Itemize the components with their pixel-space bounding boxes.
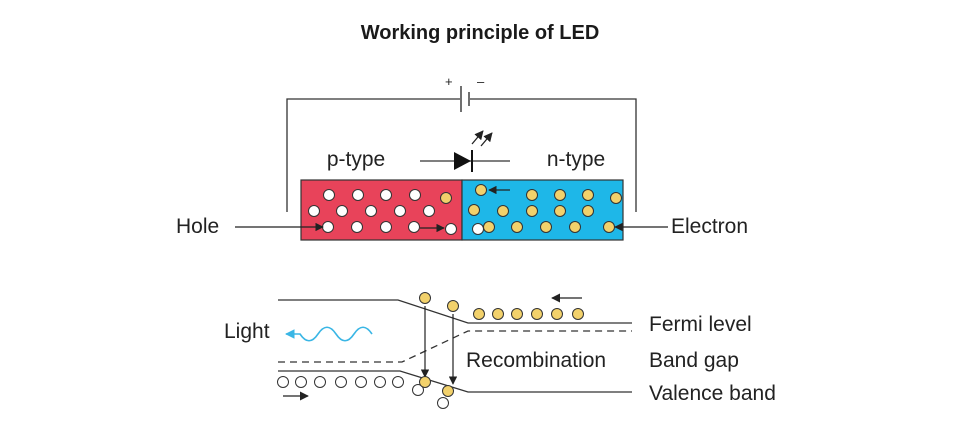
- n-type-label: n-type: [547, 148, 605, 171]
- band-gap-label: Band gap: [649, 349, 739, 372]
- valence-band-holes: [277, 376, 449, 409]
- light-label: Light: [224, 320, 270, 343]
- diode-icon: [420, 150, 510, 172]
- battery-plus-label: +: [445, 74, 453, 89]
- conduction-band-electrons: [419, 292, 584, 320]
- valence-band-label: Valence band: [649, 382, 776, 405]
- battery-icon: [460, 86, 470, 112]
- light-emission-arrows-icon: [471, 130, 493, 147]
- hole-in-n-region: [472, 223, 484, 235]
- battery-minus-label: –: [477, 74, 485, 89]
- p-region-holes: [308, 189, 457, 235]
- electron-label: Electron: [671, 215, 748, 238]
- p-type-label: p-type: [327, 148, 385, 171]
- valence-band-line: [278, 370, 632, 393]
- hole-label: Hole: [176, 215, 219, 238]
- conduction-band-line: [278, 299, 632, 324]
- fermi-level-label: Fermi level: [649, 313, 752, 336]
- electron-in-p-region: [440, 192, 452, 204]
- light-wave-icon: [285, 326, 373, 342]
- diagram-title: Working principle of LED: [361, 22, 600, 44]
- n-region-electrons: [468, 184, 622, 233]
- recombined-electrons: [419, 376, 454, 397]
- circuit-wire: [286, 98, 637, 212]
- recombination-label: Recombination: [466, 349, 606, 372]
- fermi-level-line: [278, 330, 632, 363]
